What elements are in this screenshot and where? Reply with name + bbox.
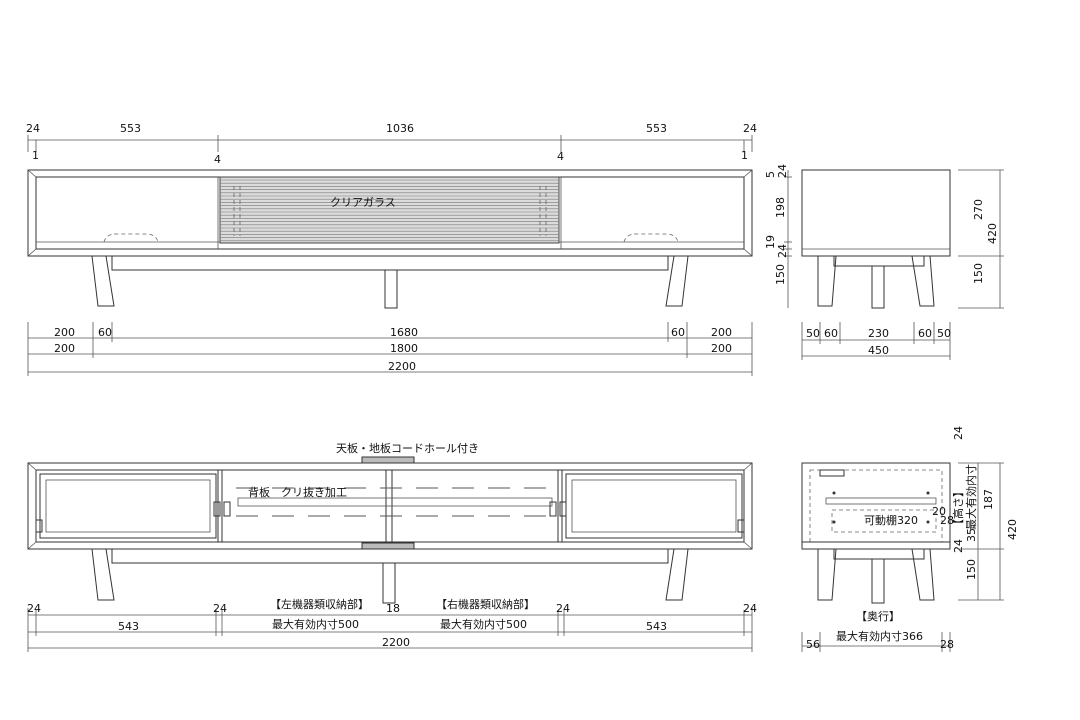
left-storage-title: 【左機器類収納部】 <box>270 597 369 611</box>
total-width-top: 2200 <box>388 360 416 373</box>
dim-bottom-4: 60 <box>671 326 685 339</box>
height-title: 【高さ】 <box>951 486 965 530</box>
glass-louvers <box>220 179 559 242</box>
height-dim: 最大有効内寸 <box>964 464 978 530</box>
dim-bottom-1: 200 <box>54 326 75 339</box>
right-door-dim: 543 <box>646 620 667 633</box>
cord-hole-note: 天板・地板コードホール付き <box>336 441 479 455</box>
side-b-dim-187: 187 <box>982 489 995 510</box>
back-panel-note: 背板 クリ抜き加工 <box>248 485 347 499</box>
right-storage-title: 【右機器類収納部】 <box>436 597 535 611</box>
side-bottom-50b: 50 <box>937 327 951 340</box>
side-view-top: 5 24 198 19 24 150 270 420 150 50 60 230… <box>764 164 1004 360</box>
left-door-dim: 543 <box>118 620 139 633</box>
shelf-dim-28: 28 <box>940 514 954 527</box>
dim-small-3: 4 <box>557 150 564 163</box>
side-dim-420: 420 <box>986 223 999 244</box>
side-bottom-60b: 60 <box>918 327 932 340</box>
side-b-dim-150: 150 <box>965 559 978 580</box>
side-dim-5: 5 <box>764 171 777 178</box>
dim-small-2: 4 <box>214 153 221 166</box>
side-b-dim-35: 35 <box>965 528 978 542</box>
shelf-label: 可動棚320 <box>864 513 918 527</box>
right-storage-dim: 最大有効内寸500 <box>440 617 527 631</box>
bottom-dim-24b: 24 <box>213 602 227 615</box>
dim-bottom-8: 200 <box>711 342 732 355</box>
dim-top-4: 553 <box>646 122 667 135</box>
side-dim-150: 150 <box>774 264 787 285</box>
bottom-dim-18: 18 <box>386 602 400 615</box>
side-b-dim-24top: 24 <box>952 426 965 440</box>
depth-title: 【奥行】 <box>856 609 900 623</box>
dim-bottom-5: 200 <box>711 326 732 339</box>
side-dim-24b: 24 <box>776 244 789 258</box>
top-cord-hole <box>361 456 415 464</box>
dim-top-2: 553 <box>120 122 141 135</box>
depth-dim: 最大有効内寸366 <box>836 629 923 643</box>
dim-top-3: 1036 <box>386 122 414 135</box>
side-dim-24a: 24 <box>776 164 789 178</box>
side-b-dim-24: 24 <box>952 539 965 553</box>
depth-dim-56: 56 <box>806 638 820 651</box>
side-dim-150b: 150 <box>972 263 985 284</box>
shelf-dim-20: 20 <box>932 505 946 518</box>
side-dim-198: 198 <box>774 197 787 218</box>
dim-bottom-2: 60 <box>98 326 112 339</box>
glass-label: クリアガラス <box>330 196 396 209</box>
dim-small-4: 1 <box>741 149 748 162</box>
side-bottom-230: 230 <box>868 327 889 340</box>
left-storage-dim: 最大有効内寸500 <box>272 617 359 631</box>
side-b-dim-420: 420 <box>1006 519 1019 540</box>
bottom-dim-24a: 24 <box>27 602 41 615</box>
side-dim-19: 19 <box>764 235 777 249</box>
dim-small-1: 1 <box>32 149 39 162</box>
side-bottom-60a: 60 <box>824 327 838 340</box>
side-dim-270: 270 <box>972 199 985 220</box>
front-view-bottom: 天板・地板コードホール付き 背板 クリ抜き加工 <box>27 441 757 652</box>
side-total-depth: 450 <box>868 344 889 357</box>
bottom-dim-24d: 24 <box>743 602 757 615</box>
dim-bottom-3: 1680 <box>390 326 418 339</box>
dim-bottom-6: 200 <box>54 342 75 355</box>
depth-dim-28: 28 <box>940 638 954 651</box>
center-glass-panel <box>219 176 560 244</box>
side-bottom-50a: 50 <box>806 327 820 340</box>
dim-top-5: 24 <box>743 122 757 135</box>
front-view-top: 24 553 1036 553 24 1 4 4 1 クリアガラス <box>26 122 757 376</box>
total-width-bottom: 2200 <box>382 636 410 649</box>
bottom-cord-hole <box>361 542 415 550</box>
dim-bottom-7: 1800 <box>390 342 418 355</box>
side-view-bottom: 可動棚320 20 28 24 【高さ】 最大有効内寸 187 420 24 3… <box>801 426 1019 652</box>
dim-top-1: 24 <box>26 122 40 135</box>
bottom-dim-24c: 24 <box>556 602 570 615</box>
